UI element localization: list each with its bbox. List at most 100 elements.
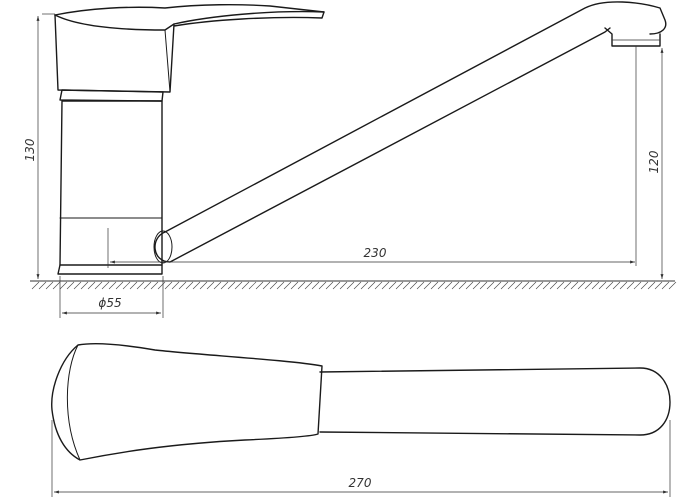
hatch-stroke	[479, 281, 488, 290]
hatch-stroke	[430, 281, 439, 290]
hatch-stroke	[605, 281, 614, 290]
hatch-stroke	[143, 281, 152, 290]
hatch-stroke	[178, 281, 187, 290]
hatch-stroke	[514, 281, 523, 290]
hatch-stroke	[409, 281, 418, 290]
dimension-spout-reach: 230	[107, 228, 635, 268]
hatch-stroke	[493, 281, 502, 290]
hatch-stroke	[80, 281, 89, 290]
hatch-stroke	[570, 281, 579, 290]
hatch-stroke	[353, 281, 362, 290]
hatch-stroke	[423, 281, 432, 290]
hatch-stroke	[234, 281, 243, 290]
hatch-stroke	[241, 281, 250, 290]
hatch-stroke	[136, 281, 145, 290]
hatch-stroke	[206, 281, 215, 290]
hatch-stroke	[276, 281, 285, 290]
hatch-stroke	[416, 281, 425, 290]
dimension-spout-height: 120	[635, 46, 664, 279]
hatch-stroke	[346, 281, 355, 290]
hatch-stroke	[164, 281, 173, 290]
hatch-stroke	[374, 281, 383, 290]
hatch-stroke	[248, 281, 257, 290]
hatch-stroke	[213, 281, 222, 290]
hatch-stroke	[535, 281, 544, 290]
hatch-stroke	[290, 281, 299, 290]
hatch-stroke	[591, 281, 600, 290]
hatch-stroke	[458, 281, 467, 290]
hatch-stroke	[360, 281, 369, 290]
spout-reach-label: 230	[364, 246, 387, 260]
hatch-stroke	[437, 281, 446, 290]
side-view: 130 120 230 ϕ55	[23, 1, 677, 318]
hatch-stroke	[311, 281, 320, 290]
hatch-stroke	[262, 281, 271, 290]
hatch-stroke	[507, 281, 516, 290]
hatch-stroke	[332, 281, 341, 290]
hatch-stroke	[38, 281, 47, 290]
lever-handle	[54, 4, 325, 93]
hatch-stroke	[325, 281, 334, 290]
hatch-stroke	[633, 281, 642, 290]
hatch-stroke	[171, 281, 180, 290]
hatch-stroke	[157, 281, 166, 290]
hatch-stroke	[577, 281, 586, 290]
hatch-stroke	[542, 281, 551, 290]
top-handle	[51, 342, 323, 461]
top-spout	[319, 367, 671, 436]
hatch-stroke	[486, 281, 495, 290]
hatch-stroke	[283, 281, 292, 290]
total-height-label: 130	[23, 138, 37, 161]
hatch-stroke	[31, 281, 40, 290]
hatch-stroke	[339, 281, 348, 290]
hatch-stroke	[304, 281, 313, 290]
hatch-stroke	[185, 281, 194, 290]
hatch-stroke	[619, 281, 628, 290]
hatch-stroke	[668, 281, 677, 290]
hatch-stroke	[612, 281, 621, 290]
hatch-stroke	[556, 281, 565, 290]
hatch-stroke	[220, 281, 229, 290]
total-length-label: 270	[349, 476, 372, 490]
hatch-stroke	[381, 281, 390, 290]
hatch-stroke	[101, 281, 110, 290]
hatch-stroke	[626, 281, 635, 290]
hatch-stroke	[563, 281, 572, 290]
hatch-stroke	[598, 281, 607, 290]
hatch-stroke	[73, 281, 82, 290]
hatch-stroke	[647, 281, 656, 290]
hatch-stroke	[66, 281, 75, 290]
hatch-stroke	[59, 281, 68, 290]
hatch-stroke	[45, 281, 54, 290]
hatch-stroke	[654, 281, 663, 290]
hatch-stroke	[192, 281, 201, 290]
hatch-stroke	[255, 281, 264, 290]
hatch-stroke	[661, 281, 670, 290]
hatch-stroke	[402, 281, 411, 290]
hatch-stroke	[444, 281, 453, 290]
spout	[153, 1, 667, 264]
dimension-total-height: 130	[23, 13, 55, 279]
hatch-stroke	[465, 281, 474, 290]
hatch-stroke	[640, 281, 649, 290]
ground-hatching	[31, 281, 677, 290]
faucet-body	[57, 89, 164, 275]
top-view: 270	[51, 342, 671, 497]
hatch-stroke	[199, 281, 208, 290]
hatch-stroke	[528, 281, 537, 290]
hatch-stroke	[269, 281, 278, 290]
hatch-stroke	[584, 281, 593, 290]
spout-height-label: 120	[647, 150, 661, 173]
hatch-stroke	[94, 281, 103, 290]
hatch-stroke	[108, 281, 117, 290]
hatch-stroke	[52, 281, 61, 290]
base-diameter-label: ϕ55	[98, 296, 121, 310]
hatch-stroke	[521, 281, 530, 290]
hatch-stroke	[115, 281, 124, 290]
hatch-stroke	[500, 281, 509, 290]
hatch-stroke	[472, 281, 481, 290]
hatch-stroke	[451, 281, 460, 290]
dimension-total-length: 270	[51, 420, 671, 497]
hatch-stroke	[318, 281, 327, 290]
